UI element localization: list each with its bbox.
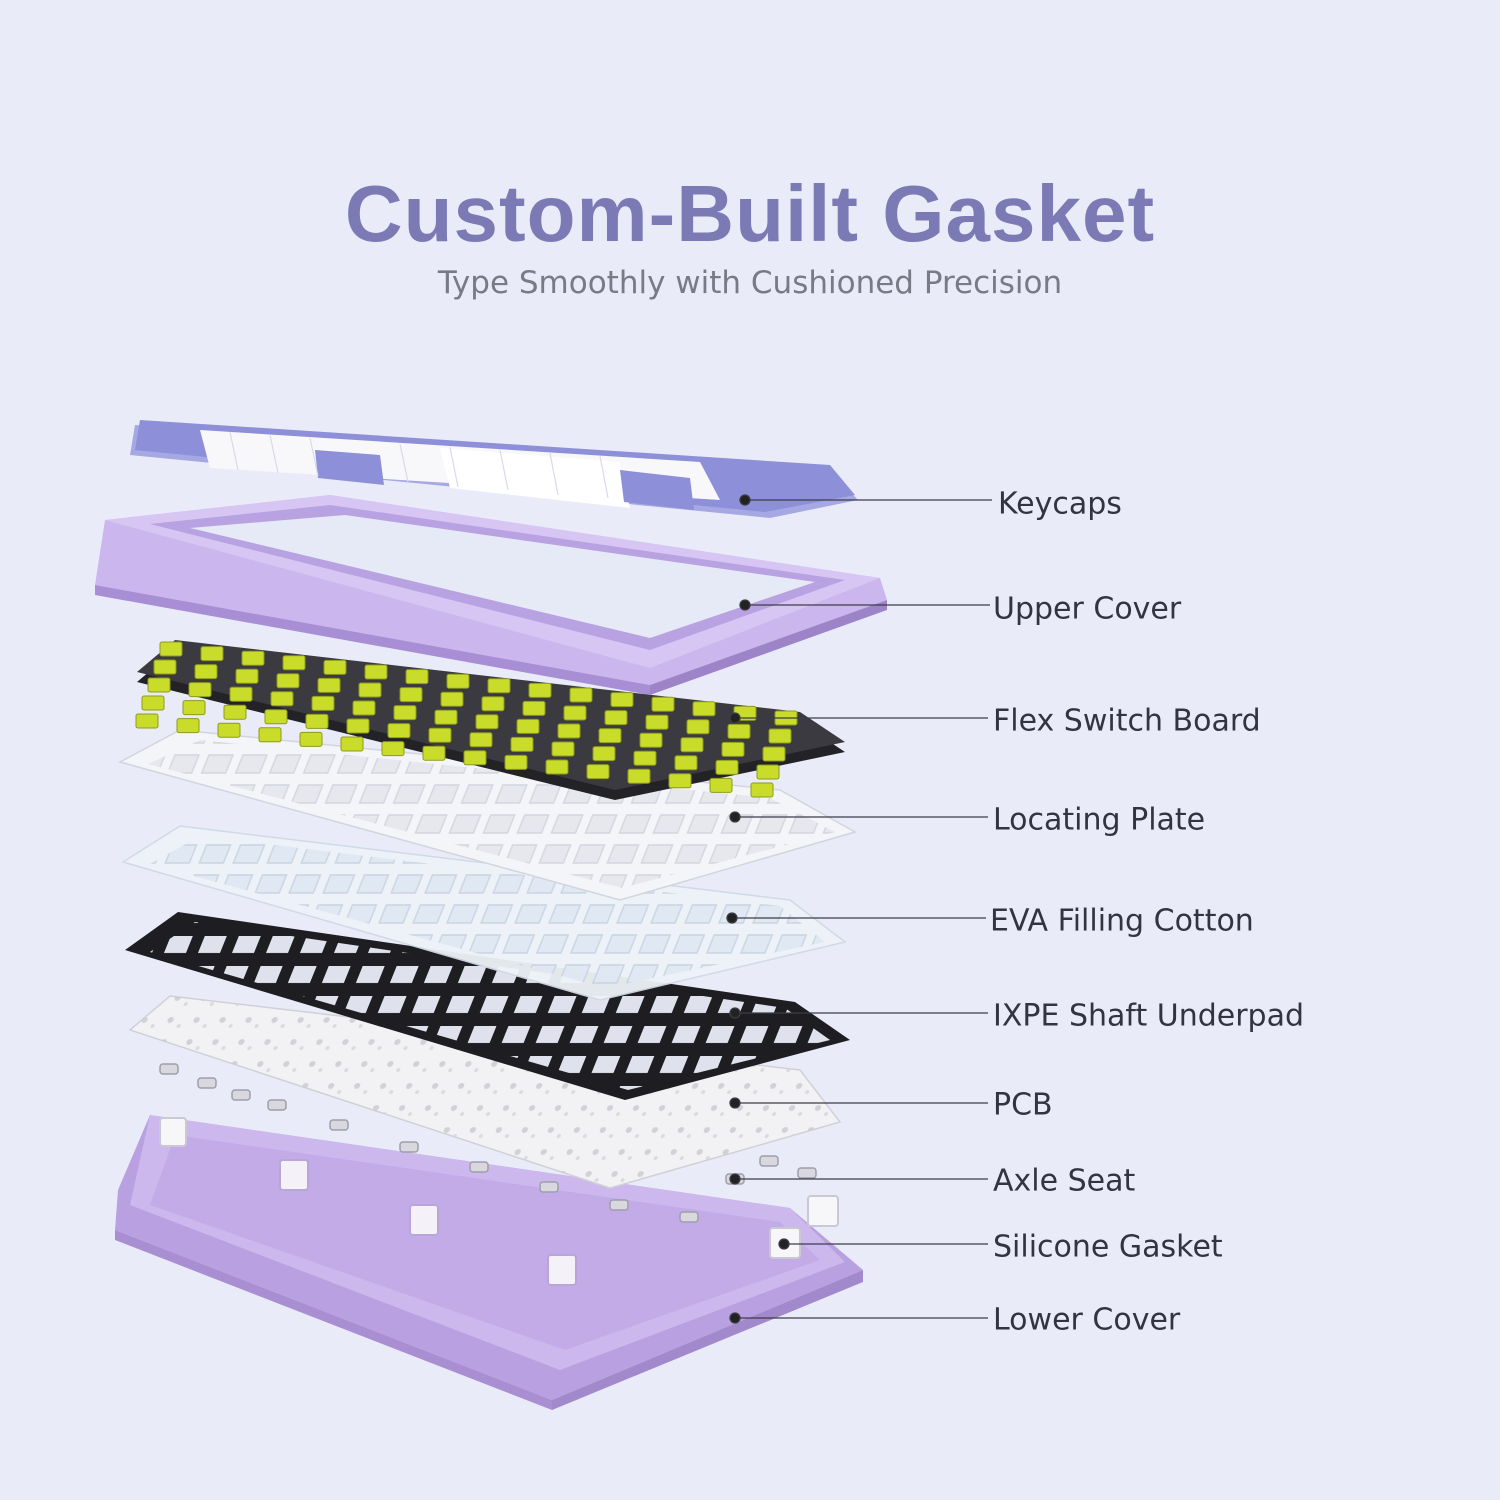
switch xyxy=(176,718,200,734)
switch xyxy=(709,777,733,793)
switch xyxy=(340,736,364,752)
switch xyxy=(557,723,581,739)
silicone-gasket-layer xyxy=(159,1117,839,1259)
label-keycaps: Keycaps xyxy=(998,486,1122,522)
switch xyxy=(686,719,710,735)
switch xyxy=(188,682,212,698)
label-flex-switch-board: Flex Switch Board xyxy=(993,703,1261,739)
switch xyxy=(668,773,692,789)
switch xyxy=(235,668,259,684)
switch xyxy=(469,732,493,748)
switch xyxy=(627,768,651,784)
switch xyxy=(651,696,675,712)
switch xyxy=(282,655,306,671)
switch xyxy=(727,723,751,739)
switch xyxy=(715,759,739,775)
switch xyxy=(487,678,511,694)
switch xyxy=(135,713,159,729)
switch xyxy=(276,673,300,689)
switch xyxy=(545,759,569,775)
switch xyxy=(440,691,464,707)
switch xyxy=(569,687,593,703)
label-locating-plate: Locating Plate xyxy=(993,802,1206,838)
label-eva-filling-cotton: EVA Filling Cotton xyxy=(990,903,1254,939)
label-axle-seat: Axle Seat xyxy=(993,1163,1136,1199)
switch xyxy=(399,687,423,703)
switch xyxy=(692,701,716,717)
switch xyxy=(159,641,183,657)
switch xyxy=(463,750,487,766)
label-upper-cover: Upper Cover xyxy=(993,591,1182,627)
switch xyxy=(522,700,546,716)
switch xyxy=(680,737,704,753)
switch xyxy=(592,746,616,762)
eva-filling-cotton-layer xyxy=(121,825,847,1001)
switch xyxy=(393,705,417,721)
switch xyxy=(756,764,780,780)
switch xyxy=(182,700,206,716)
switch xyxy=(639,732,663,748)
switch xyxy=(428,727,452,743)
switch xyxy=(323,659,347,675)
switch xyxy=(352,700,376,716)
switch xyxy=(194,664,218,680)
switch xyxy=(229,686,253,702)
switch xyxy=(422,745,446,761)
page-subtitle: Type Smoothly with Cushioned Precision xyxy=(437,265,1063,301)
page-title: Custom-Built Gasket xyxy=(344,169,1156,258)
switch xyxy=(504,754,528,770)
switch xyxy=(610,692,634,708)
switch xyxy=(405,669,429,685)
keycaps-layer xyxy=(130,420,858,518)
switch xyxy=(147,677,171,693)
switch xyxy=(586,764,610,780)
label-lower-cover: Lower Cover xyxy=(993,1302,1181,1338)
switch xyxy=(223,704,247,720)
switch xyxy=(364,664,388,680)
switch xyxy=(153,659,177,675)
switch xyxy=(317,677,341,693)
switch xyxy=(768,728,792,744)
switch xyxy=(381,741,405,757)
switch xyxy=(217,722,241,738)
switch xyxy=(346,718,370,734)
switch xyxy=(475,714,499,730)
upper-cover-layer xyxy=(95,495,887,695)
switch xyxy=(311,695,335,711)
switch xyxy=(674,755,698,771)
switch xyxy=(528,682,552,698)
switch xyxy=(434,709,458,725)
switch xyxy=(358,682,382,698)
switch xyxy=(387,723,411,739)
switch xyxy=(299,731,323,747)
ixpe-shaft-underpad-layer xyxy=(125,912,850,1100)
switch xyxy=(516,718,540,734)
switch xyxy=(563,705,587,721)
switch xyxy=(141,695,165,711)
switch xyxy=(481,696,505,712)
switch xyxy=(721,741,745,757)
switch xyxy=(241,650,265,666)
switch xyxy=(750,782,774,798)
lower-cover-layer xyxy=(115,1115,863,1410)
switch xyxy=(598,728,622,744)
switch xyxy=(762,746,786,762)
switch xyxy=(510,736,534,752)
switch xyxy=(200,646,224,662)
label-ixpe-shaft-underpad: IXPE Shaft Underpad xyxy=(993,998,1305,1034)
leader-lines xyxy=(726,494,992,1324)
switch xyxy=(258,727,282,743)
switch xyxy=(604,710,628,726)
switch xyxy=(446,673,470,689)
switch xyxy=(633,750,657,766)
flex-switch-board-layer xyxy=(135,640,845,800)
switch xyxy=(264,709,288,725)
switch xyxy=(645,714,669,730)
label-silicone-gasket: Silicone Gasket xyxy=(993,1229,1223,1265)
switch xyxy=(305,713,329,729)
switch xyxy=(270,691,294,707)
switch xyxy=(551,741,575,757)
label-pcb: PCB xyxy=(993,1087,1053,1123)
